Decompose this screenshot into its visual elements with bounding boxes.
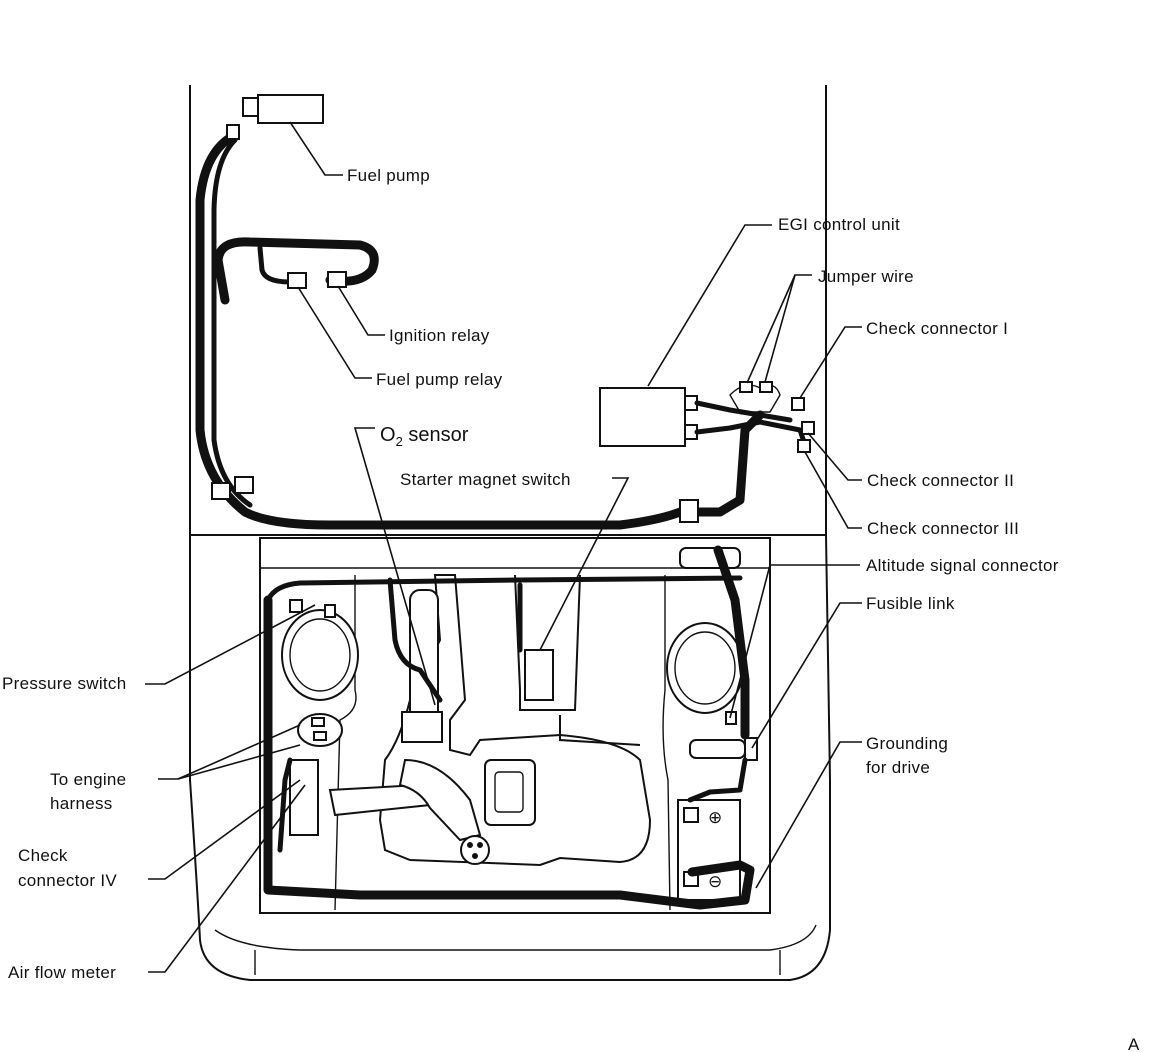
label-check-connector-4-line-1: Check	[18, 846, 68, 865]
leader-lines	[145, 121, 862, 973]
battery-minus-symbol: ⊖	[708, 872, 723, 891]
labels: Fuel pump Ignition relay Fuel pump relay…	[2, 166, 1140, 1052]
fuel-pump-body	[257, 94, 324, 124]
label-check-connector-3: Check connector III	[867, 519, 1019, 538]
label-jumper-wire: Jumper wire	[818, 267, 914, 286]
label-fuel-pump-relay: Fuel pump relay	[376, 370, 503, 389]
air-flow-meter-body	[289, 759, 319, 836]
label-o2-sensor: O2 sensor	[380, 424, 469, 449]
label-to-engine-harness-line-1: To engine	[50, 770, 126, 789]
label-to-engine-harness-line-2: harness	[50, 794, 113, 813]
egi-control-unit-body	[599, 387, 686, 447]
label-check-connector-4-line-2: connector IV	[18, 871, 117, 890]
label-grounding-line-2: for drive	[866, 758, 930, 777]
label-check-connector-1: Check connector I	[866, 319, 1008, 338]
main-harness	[195, 130, 765, 910]
check-connector-1-body	[791, 397, 805, 411]
check-connector-2-body	[801, 421, 815, 435]
label-air-flow-meter: Air flow meter	[8, 963, 116, 982]
egi-control-unit-assembly	[599, 381, 815, 453]
left-connectors	[289, 599, 343, 747]
label-egi-control-unit: EGI control unit	[778, 215, 900, 234]
vehicle-body	[189, 85, 831, 981]
fuel-pump-relay-body	[287, 272, 307, 289]
label-fusible-link: Fusible link	[866, 594, 955, 613]
battery-plus-symbol: ⊕	[708, 808, 723, 827]
corner-mark: A	[1128, 1035, 1140, 1052]
wheel-houses	[281, 609, 744, 714]
label-grounding-line-1: Grounding	[866, 734, 948, 753]
check-connector-3-body	[797, 439, 811, 453]
label-starter-magnet-switch: Starter magnet switch	[400, 470, 571, 489]
label-fuel-pump: Fuel pump	[347, 166, 430, 185]
label-ignition-relay: Ignition relay	[389, 326, 490, 345]
label-altitude-signal-connector: Altitude signal connector	[866, 556, 1059, 575]
label-check-connector-2: Check connector II	[867, 471, 1014, 490]
o2-sensor-prefix: O	[380, 424, 396, 446]
o2-sensor-subscript: 2	[396, 434, 403, 449]
label-pressure-switch: Pressure switch	[2, 674, 126, 693]
o2-sensor-suffix: sensor	[403, 424, 469, 446]
altitude-signal-connector-body	[679, 547, 741, 569]
distributor	[460, 835, 490, 865]
battery: ⊕ ⊖	[677, 799, 741, 901]
fuel-pump-assembly	[211, 94, 699, 523]
starter-magnet-switch-body	[524, 649, 554, 701]
ignition-relay-body	[327, 271, 347, 288]
